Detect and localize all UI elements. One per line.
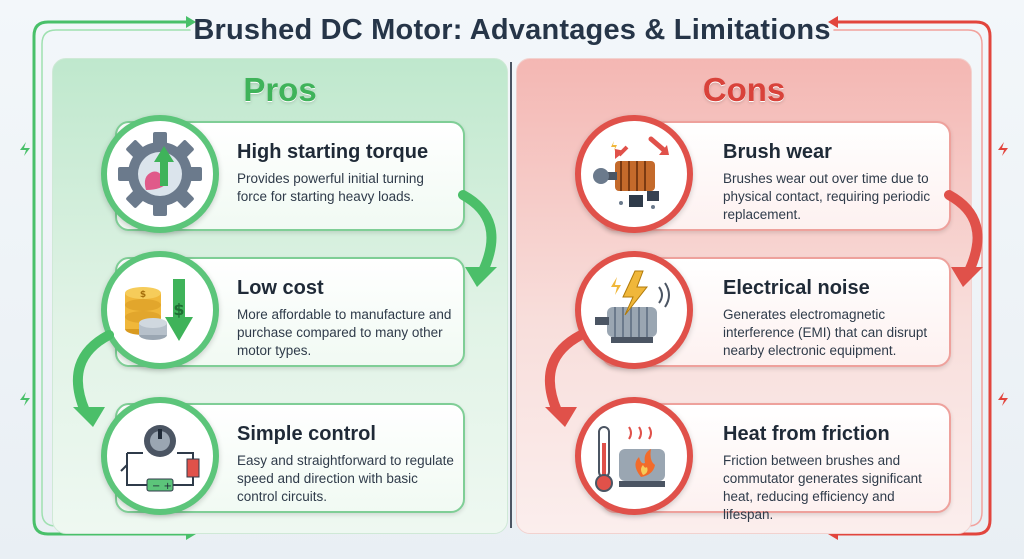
- card-description: Brushes wear out over time due to physic…: [723, 171, 931, 222]
- svg-text:$: $: [140, 290, 146, 300]
- card-title: Low cost: [237, 277, 324, 299]
- svg-text:$: $: [173, 300, 184, 319]
- card-title: Heat from friction: [723, 423, 890, 445]
- card-description: More affordable to manufacture and purch…: [237, 307, 452, 358]
- cons-panel: Cons Brush wear Brushes wear out over ti…: [516, 58, 983, 534]
- motor-lightning-icon: [575, 251, 693, 369]
- control-circuit-icon: − +: [101, 397, 219, 515]
- pros-panel: Pros High starting torque Provides power…: [52, 58, 508, 534]
- card-title: Brush wear: [723, 141, 832, 163]
- card-description: Provides powerful initial turning force …: [237, 171, 424, 204]
- center-divider: [510, 62, 512, 528]
- hot-motor-thermometer-icon: [575, 397, 693, 515]
- card-description: Friction between brushes and commutator …: [723, 453, 922, 522]
- cons-heading: Cons: [702, 71, 786, 108]
- card-description: Easy and straightforward to regulate spe…: [237, 453, 454, 504]
- coins-dollar-down-icon: $ $: [101, 251, 219, 369]
- card-title: Electrical noise: [723, 277, 870, 299]
- worn-brushes-icon: [575, 115, 693, 233]
- card-description: Generates electromagnetic interference (…: [723, 307, 928, 358]
- card-title: Simple control: [237, 423, 376, 445]
- page-title: Brushed DC Motor: Advantages & Limitatio…: [193, 14, 831, 46]
- card-title: High starting torque: [237, 141, 429, 163]
- svg-text:− +: − +: [152, 481, 172, 492]
- gear-bicep-arrow-icon: [101, 115, 219, 233]
- pros-heading: Pros: [243, 71, 317, 108]
